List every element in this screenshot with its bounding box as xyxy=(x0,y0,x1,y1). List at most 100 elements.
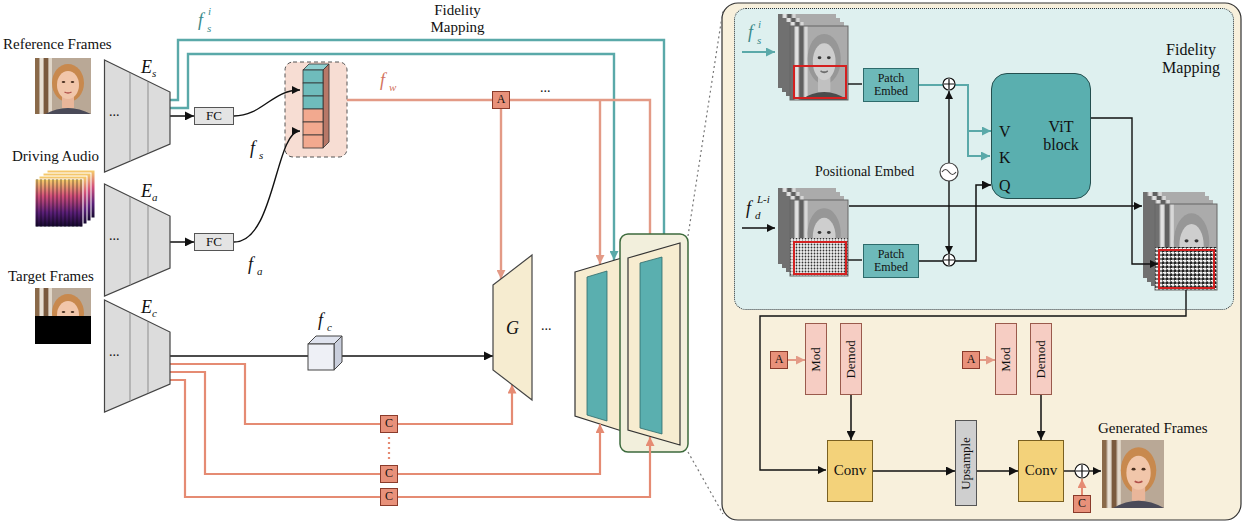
connector xyxy=(980,359,995,361)
sum-symbols-part xyxy=(1075,464,1089,478)
text-label: f xyxy=(248,254,253,275)
fidelity-panel: Fidelity MappingPatch EmbedPatch EmbedVK… xyxy=(734,8,1234,310)
node-text: Patch Embed xyxy=(864,248,918,274)
connector xyxy=(170,241,194,243)
positional-symbol xyxy=(940,163,958,181)
mapping-wires-part xyxy=(742,227,775,228)
node-text: A xyxy=(497,93,506,107)
target-image xyxy=(35,288,91,344)
node-text: ... xyxy=(109,228,120,244)
text-label: i xyxy=(758,18,761,31)
vit-block: VKQViT block xyxy=(991,73,1091,199)
text-label: w xyxy=(389,81,396,94)
node-text: E xyxy=(141,297,152,318)
reference-feature-stack-part xyxy=(794,66,846,98)
connector xyxy=(398,385,512,424)
output-feature-stack-part xyxy=(1159,250,1214,288)
text-label: f xyxy=(746,198,751,219)
mapping-wires-part xyxy=(848,259,862,260)
node-text: Demod xyxy=(1034,340,1049,378)
output-feature-stack xyxy=(1143,192,1217,290)
concat-box: C xyxy=(380,488,398,506)
decoder-blocks-part xyxy=(620,234,688,452)
layer-line xyxy=(147,82,148,153)
text-label: Generated Frames xyxy=(1098,420,1208,437)
affine-box: A xyxy=(770,351,788,369)
zoom-lines-part xyxy=(688,10,723,236)
fused-vector-part xyxy=(303,122,323,135)
positional-symbol-part xyxy=(940,163,958,181)
style-lines xyxy=(347,100,650,264)
generated-image xyxy=(1102,440,1164,508)
layer-line xyxy=(147,322,148,393)
upsample-box: Upsample xyxy=(955,420,977,506)
driving-feature-stack-part xyxy=(794,242,846,274)
fused-vector-part xyxy=(303,96,323,109)
generator: G xyxy=(492,255,533,401)
node-text: Mod xyxy=(809,347,824,372)
target-image-part xyxy=(35,316,91,344)
fc-box: FC xyxy=(194,107,234,125)
node-text: Upsample xyxy=(959,437,974,490)
node-text: E xyxy=(141,57,152,78)
mapping-wires-part xyxy=(742,51,775,53)
skip-lines-part xyxy=(388,437,390,461)
node-text: s xyxy=(152,67,156,80)
node-text: C xyxy=(385,490,393,504)
text-label: ... xyxy=(541,318,552,334)
outline-shape xyxy=(493,255,532,400)
layer-line xyxy=(147,206,148,277)
connector xyxy=(500,109,502,279)
node-text: ViT block xyxy=(1034,118,1088,155)
node-text: C xyxy=(385,467,393,481)
decoder-blocks-part xyxy=(640,257,662,434)
skip-lines-part xyxy=(398,437,650,497)
layer-line xyxy=(129,313,130,401)
text-label: f xyxy=(318,310,323,331)
text-label: s xyxy=(207,22,211,35)
text-label: f xyxy=(380,70,385,91)
connector xyxy=(1040,395,1042,440)
content-cube-part xyxy=(308,344,334,370)
patch-embed-box: Patch Embed xyxy=(863,244,919,278)
output-feature-stack-part xyxy=(1155,204,1217,290)
fused-vector-part xyxy=(323,64,329,148)
fidelity-panel-fill xyxy=(734,8,1234,310)
driving-feature-stack-part xyxy=(790,200,848,276)
connector xyxy=(170,372,380,474)
node-text: FC xyxy=(206,235,222,250)
fused-vector-part xyxy=(303,83,323,96)
identity-lines xyxy=(170,40,664,260)
positional-symbol-part xyxy=(942,170,956,175)
node-text: FC xyxy=(206,109,222,124)
identity-lines-part xyxy=(170,40,664,248)
fc-box: FC xyxy=(194,233,234,251)
encoder: ...Ec xyxy=(104,296,174,414)
node-text: Mod xyxy=(999,347,1014,372)
content-cube-part xyxy=(334,336,342,370)
text-label: Target Frames xyxy=(8,268,94,285)
affine-box: A xyxy=(962,351,980,369)
conv-box: Conv xyxy=(827,440,873,502)
feature-arrows xyxy=(234,90,300,242)
audio-spectrogram-part xyxy=(35,179,83,227)
decoder-blocks-part xyxy=(575,257,625,432)
detail-panel xyxy=(722,3,1241,520)
sum-symbols-part xyxy=(944,79,954,89)
mapping-wires-part xyxy=(1089,470,1101,471)
text-label: Reference Frames xyxy=(3,36,112,53)
mapping-wires-part xyxy=(1090,118,1158,264)
node-text: C xyxy=(1078,497,1086,511)
node-text: G xyxy=(506,318,519,339)
fused-vector-part xyxy=(303,135,323,148)
demod-box: Demod xyxy=(1030,323,1052,395)
mapping-wires-part xyxy=(848,83,862,84)
sum-symbols-part xyxy=(943,78,955,90)
feature-arrows-part xyxy=(234,90,300,116)
outline-shape xyxy=(105,60,171,172)
fused-vector-part xyxy=(303,70,323,83)
fused-vector xyxy=(285,62,347,157)
zoom-lines xyxy=(688,10,723,514)
text-label: s xyxy=(757,34,761,47)
